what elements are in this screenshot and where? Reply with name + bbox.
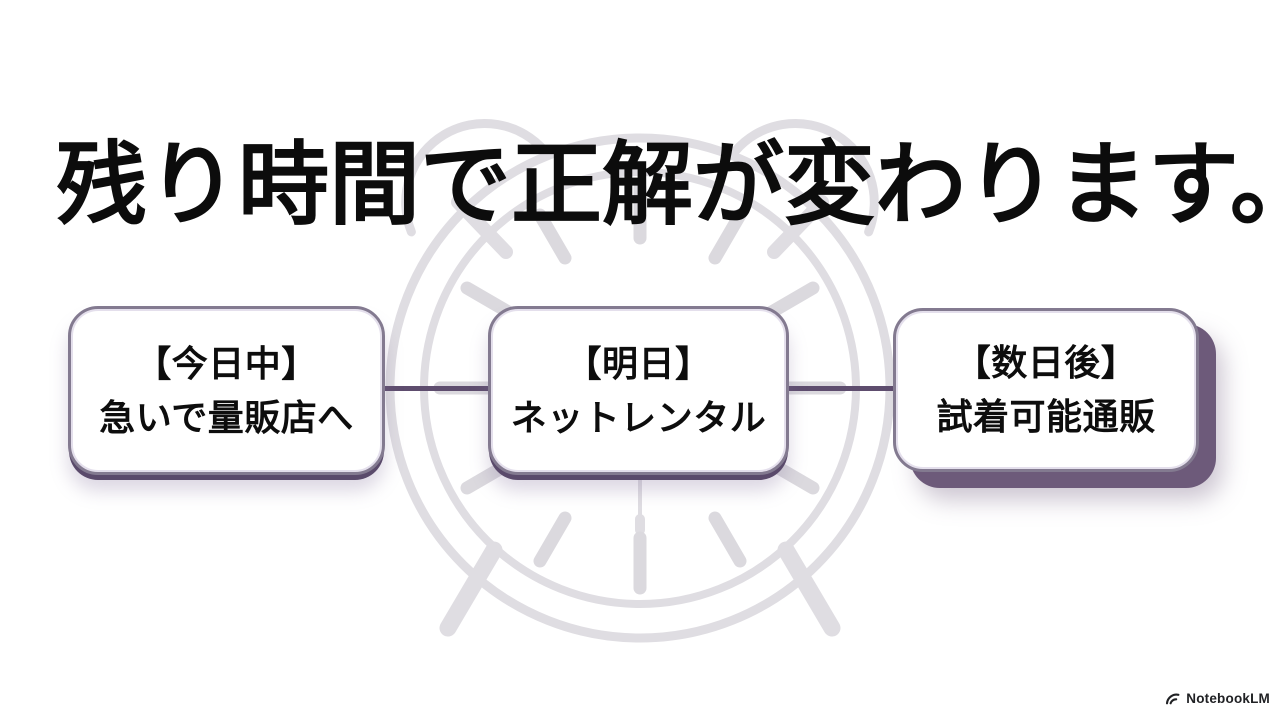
step-card-today: 【今日中】 急いで量販店へ — [68, 306, 385, 475]
step-action-label: 急いで量販店へ — [99, 396, 354, 438]
step-time-label: 【今日中】 — [135, 342, 318, 384]
step-card-in-a-few-days: 【数日後】 試着可能通販 — [893, 308, 1199, 472]
step-card-tomorrow: 【明日】 ネットレンタル — [488, 306, 789, 475]
notebooklm-logo-icon — [1166, 693, 1180, 704]
page-title: 残り時間で正解が変わります。 — [56, 134, 1280, 236]
step-action-label: ネットレンタル — [510, 396, 767, 438]
step-time-label: 【数日後】 — [954, 342, 1138, 383]
notebooklm-brand: NotebookLM — [1165, 691, 1270, 706]
connector-line-1 — [379, 386, 494, 391]
connector-line-2 — [779, 386, 899, 391]
step-action-label: 試着可能通販 — [936, 396, 1156, 437]
brand-wordmark: NotebookLM — [1186, 691, 1270, 706]
step-time-label: 【明日】 — [565, 342, 712, 384]
